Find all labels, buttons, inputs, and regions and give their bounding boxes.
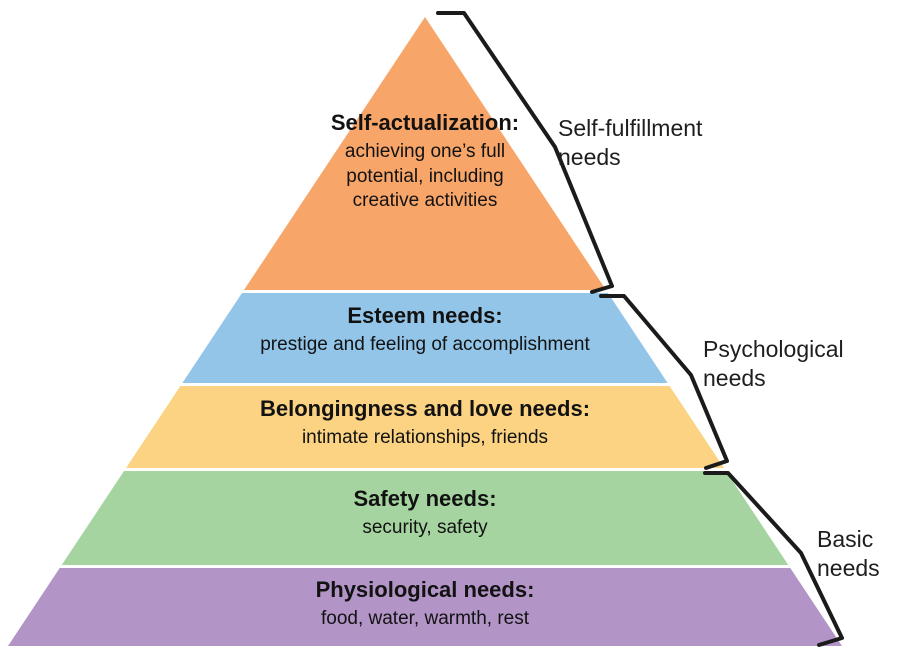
level-description-safety: security, safety <box>362 516 488 538</box>
level-title-self-actualization: Self-actualization: <box>330 110 520 135</box>
level-self-actualization-text: Self-actualization: achieving one’s full… <box>315 110 535 214</box>
level-description-belongingness: intimate relationships, friends <box>301 426 549 448</box>
level-safety-text: Safety needs: security, safety <box>215 486 635 541</box>
group-label-psychological: Psychological needs <box>703 336 844 391</box>
level-title-esteem: Esteem needs: <box>347 303 503 328</box>
level-description-physiological: food, water, warmth, rest <box>320 607 530 629</box>
level-belongingness-text: Belongingness and love needs: intimate r… <box>155 396 695 451</box>
level-title-belongingness: Belongingness and love needs: <box>259 396 591 421</box>
level-description-self-actualization: achieving one’s full potential, includin… <box>344 140 506 212</box>
level-title-safety: Safety needs: <box>353 486 497 511</box>
group-label-basic: Basic needs <box>817 526 880 581</box>
level-title-physiological: Physiological needs: <box>315 577 535 602</box>
level-physiological-text: Physiological needs: food, water, warmth… <box>175 577 675 632</box>
level-description-esteem: prestige and feeling of accomplishment <box>260 333 590 355</box>
level-esteem-text: Esteem needs: prestige and feeling of ac… <box>155 303 695 358</box>
group-label-self-fulfillment: Self-fulfillment needs <box>558 115 703 170</box>
